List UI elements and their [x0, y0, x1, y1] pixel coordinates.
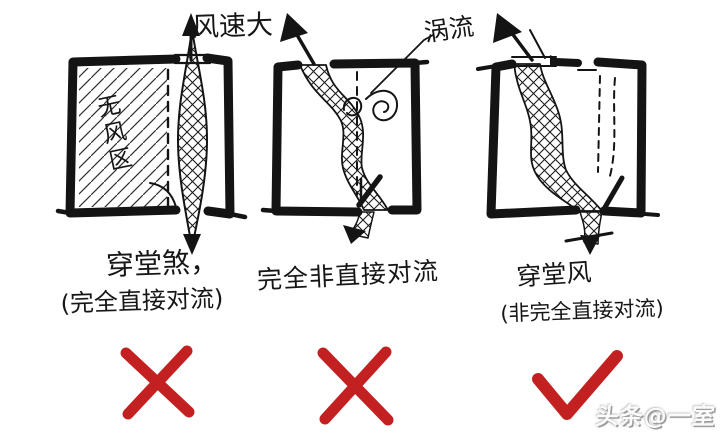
room-3-diagram — [476, 13, 660, 255]
room-3-bottom-tick — [564, 231, 614, 243]
room-1-wall-right — [202, 53, 235, 219]
wind-speed-label: 风速大 — [191, 9, 274, 44]
airflow-down-arrowhead — [183, 234, 201, 255]
room-3-door-leaf — [601, 175, 625, 212]
wall-overshoot-strokes — [260, 59, 430, 214]
room-3-wall-right — [593, 57, 647, 218]
eddy-label-leader — [370, 34, 434, 94]
room-3-dashed-line-1 — [597, 75, 601, 173]
wall-overshoot-strokes — [55, 208, 248, 220]
eddy-swirl-small — [342, 96, 363, 117]
room-3-top-mid-wall — [552, 58, 582, 67]
room-3-dashed-line-2 — [609, 77, 616, 177]
room-2-diagram — [260, 13, 434, 244]
room-1-wall-left — [65, 54, 181, 218]
toutiao-watermark: 头条@一室 — [594, 404, 717, 430]
room-2-door-leaf — [356, 174, 383, 208]
window-arrowhead — [550, 55, 562, 67]
check-mark — [532, 350, 623, 420]
tail-down-arrowhead — [343, 225, 366, 244]
room-2-wall-right — [329, 58, 422, 215]
eddy-swirl-large — [365, 89, 399, 122]
caption-1-title: 穿堂煞， — [105, 245, 219, 282]
room-1-diagram — [55, 13, 248, 255]
room-3-airflow-band — [513, 63, 603, 212]
room-3-exit-arrow-secondary — [529, 29, 546, 59]
room-1-door-arc — [149, 182, 177, 208]
room-3-exit-arrowhead — [493, 13, 522, 43]
room-3-down-arrowhead — [580, 235, 600, 255]
room-3-wall-left — [486, 59, 581, 219]
x-mark-2 — [317, 346, 394, 426]
room-2-wall-left — [271, 60, 363, 217]
airflow-up-arrowhead — [182, 13, 200, 36]
wall-overshoot-strokes — [476, 64, 660, 217]
exit-arrowhead — [280, 13, 308, 42]
x-mark-1 — [120, 345, 195, 420]
